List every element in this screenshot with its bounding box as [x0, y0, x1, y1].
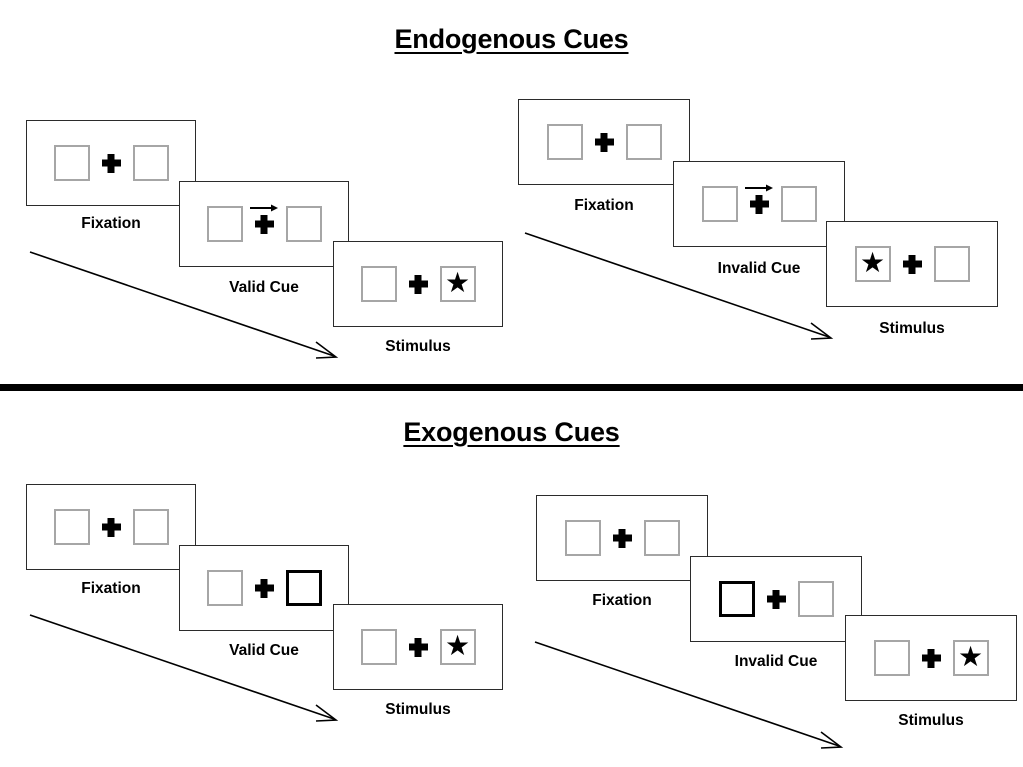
fixation-cross-icon: [409, 275, 428, 294]
cue-arrow-right-icon: [250, 204, 278, 211]
frame-caption-exogenous-valid-stimulus: Stimulus: [385, 701, 451, 718]
sequence-arrow-endogenous-invalid: [524, 232, 834, 340]
placeholder-box-right: [132, 145, 169, 181]
center-cue-stack: [903, 255, 922, 274]
placeholder-box-right: [132, 509, 169, 545]
fixation-cross-icon: [102, 518, 121, 537]
placeholder-box-right: [285, 206, 322, 242]
placeholder-box-right: [797, 581, 834, 617]
frame-exogenous-invalid-cue: [690, 556, 862, 642]
frame-endogenous-invalid-stimulus: ★: [826, 221, 998, 307]
center-cue-stack: [409, 638, 428, 657]
center-cue-stack: [767, 590, 786, 609]
frame-endogenous-invalid-fixation: [518, 99, 690, 185]
section-title-exogenous: Exogenous Cues: [403, 417, 620, 447]
placeholder-box-left: [360, 266, 397, 302]
star-stimulus-icon: ★: [444, 630, 471, 661]
center-cue-stack: [255, 579, 274, 598]
sequence-arrow-exogenous-valid: [29, 614, 339, 722]
fixation-cross-icon: [255, 215, 274, 234]
placeholder-box-right: ★: [439, 266, 476, 302]
placeholder-box-right: [933, 246, 970, 282]
fixation-cross-icon: [922, 649, 941, 668]
star-stimulus-icon: ★: [957, 641, 984, 672]
star-stimulus-icon: ★: [859, 247, 886, 278]
fixation-cross-icon: [595, 133, 614, 152]
center-cue-stack: [102, 518, 121, 537]
placeholder-box-left: ★: [854, 246, 891, 282]
frame-caption-exogenous-valid-cue: Valid Cue: [229, 642, 299, 659]
frame-caption-exogenous-invalid-stimulus: Stimulus: [898, 712, 964, 729]
placeholder-box-right: [780, 186, 817, 222]
frame-exogenous-valid-cue: [179, 545, 349, 631]
placeholder-box-left: [873, 640, 910, 676]
fixation-cross-icon: [255, 579, 274, 598]
fixation-cross-icon: [102, 154, 121, 173]
placeholder-box-right: [625, 124, 662, 160]
frame-endogenous-invalid-cue: [673, 161, 845, 247]
frame-endogenous-valid-cue: [179, 181, 349, 267]
center-cue-stack: [102, 154, 121, 173]
frame-caption-endogenous-invalid-cue: Invalid Cue: [717, 260, 801, 277]
fixation-cross-icon: [750, 195, 769, 214]
placeholder-box-left: [53, 145, 90, 181]
frame-caption-endogenous-invalid-fixation: Fixation: [574, 197, 634, 214]
fixation-cross-icon: [903, 255, 922, 274]
placeholder-box-left: [206, 570, 243, 606]
frame-exogenous-invalid-stimulus: ★: [845, 615, 1017, 701]
placeholder-box-left: [546, 124, 583, 160]
frame-exogenous-invalid-fixation: [536, 495, 708, 581]
fixation-cross-icon: [613, 529, 632, 548]
placeholder-box-right: ★: [952, 640, 989, 676]
placeholder-box-left: [53, 509, 90, 545]
placeholder-box-left: [360, 629, 397, 665]
frame-caption-exogenous-valid-fixation: Fixation: [81, 580, 141, 597]
frame-endogenous-valid-fixation: [26, 120, 196, 206]
center-cue-stack: [595, 133, 614, 152]
fixation-cross-icon: [409, 638, 428, 657]
placeholder-box-left: [206, 206, 243, 242]
frame-caption-endogenous-invalid-stimulus: Stimulus: [879, 320, 945, 337]
center-cue-stack: [409, 275, 428, 294]
frame-caption-exogenous-invalid-fixation: Fixation: [592, 592, 652, 609]
placeholder-box-right: [643, 520, 680, 556]
placeholder-box-left: [564, 520, 601, 556]
placeholder-box-left-cued: [718, 581, 755, 617]
frame-caption-endogenous-valid-fixation: Fixation: [81, 215, 141, 232]
placeholder-box-right: ★: [439, 629, 476, 665]
frame-exogenous-valid-stimulus: ★: [333, 604, 503, 690]
placeholder-box-left: [701, 186, 738, 222]
center-cue-stack: [922, 649, 941, 668]
frame-exogenous-valid-fixation: [26, 484, 196, 570]
sequence-arrow-endogenous-valid: [29, 251, 339, 359]
frame-caption-endogenous-valid-cue: Valid Cue: [229, 279, 299, 296]
frame-endogenous-valid-stimulus: ★: [333, 241, 503, 327]
center-cue-stack: [745, 184, 773, 214]
star-stimulus-icon: ★: [444, 267, 471, 298]
center-cue-stack: [250, 204, 278, 234]
fixation-cross-icon: [767, 590, 786, 609]
sequence-arrow-exogenous-invalid: [534, 641, 844, 749]
section-divider: [0, 384, 1023, 391]
placeholder-box-right-cued: [285, 570, 322, 606]
section-title-endogenous: Endogenous Cues: [394, 24, 629, 54]
cue-arrow-right-icon: [745, 184, 773, 191]
frame-caption-endogenous-valid-stimulus: Stimulus: [385, 338, 451, 355]
frame-caption-exogenous-invalid-cue: Invalid Cue: [734, 653, 818, 670]
center-cue-stack: [613, 529, 632, 548]
